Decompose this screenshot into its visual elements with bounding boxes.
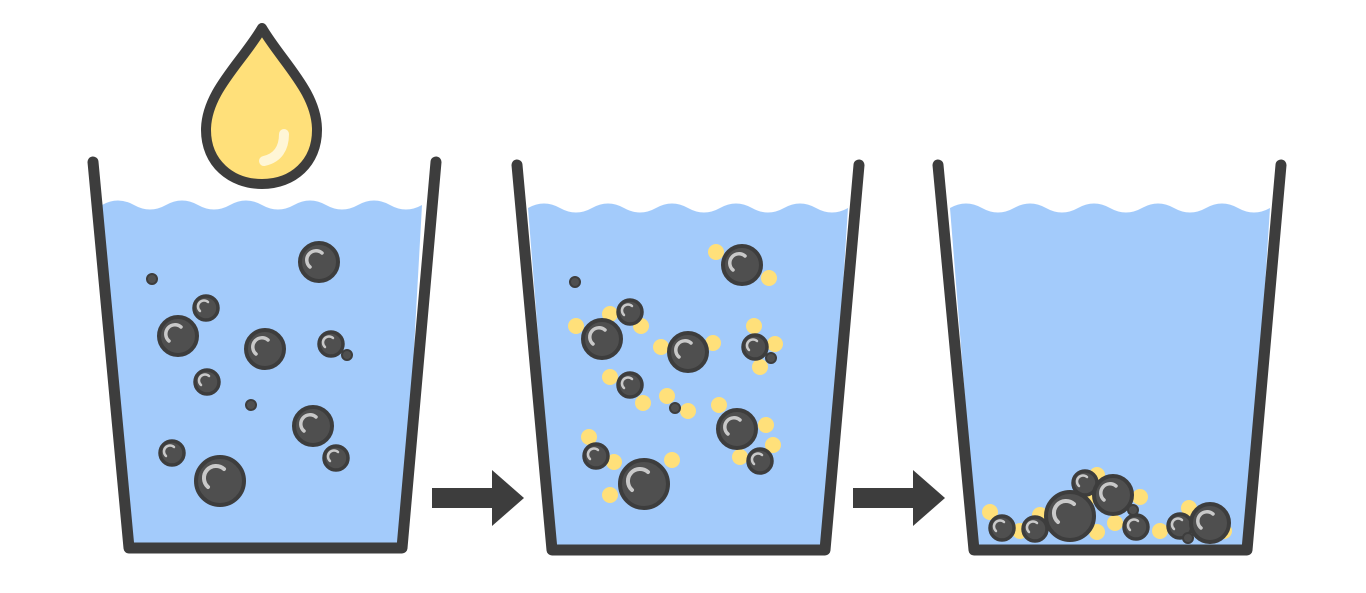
particle (716, 408, 758, 450)
particle (244, 328, 286, 370)
particle (1122, 513, 1150, 541)
particle (193, 368, 221, 396)
particle (1127, 504, 1139, 516)
particle (298, 241, 340, 283)
particle (569, 276, 581, 288)
beaker-outline-2 (511, 159, 865, 556)
flocculant-drop-icon (201, 23, 322, 189)
particle (1092, 474, 1134, 516)
particle (317, 330, 345, 358)
particle (746, 447, 774, 475)
water-3 (950, 203, 1270, 548)
particle (616, 298, 644, 326)
particle (322, 444, 350, 472)
particle (667, 331, 709, 373)
particle (292, 405, 334, 447)
particle (581, 318, 623, 360)
beaker-2 (511, 159, 865, 556)
particle (616, 371, 644, 399)
beaker-1 (87, 23, 442, 554)
beaker-outline-1 (87, 156, 442, 554)
beaker-outline-3 (932, 159, 1287, 556)
particle (341, 349, 353, 361)
water-1 (102, 200, 422, 546)
particle (1044, 490, 1096, 542)
arrow-right-icon (432, 470, 524, 526)
particle (194, 455, 246, 507)
particle (582, 442, 610, 470)
particle (988, 514, 1016, 542)
particle (618, 458, 670, 510)
particle (669, 402, 681, 414)
beaker-3 (932, 159, 1287, 556)
particle (741, 333, 769, 361)
particle (192, 294, 220, 322)
arrow-right-icon (853, 470, 945, 526)
particle (146, 273, 158, 285)
particle (1182, 532, 1194, 544)
water-2 (528, 203, 848, 548)
particle (765, 352, 777, 364)
particle (158, 439, 186, 467)
particle (721, 244, 763, 286)
particle (245, 399, 257, 411)
particle (157, 315, 199, 357)
particle (1021, 515, 1049, 543)
particle (1189, 502, 1231, 544)
